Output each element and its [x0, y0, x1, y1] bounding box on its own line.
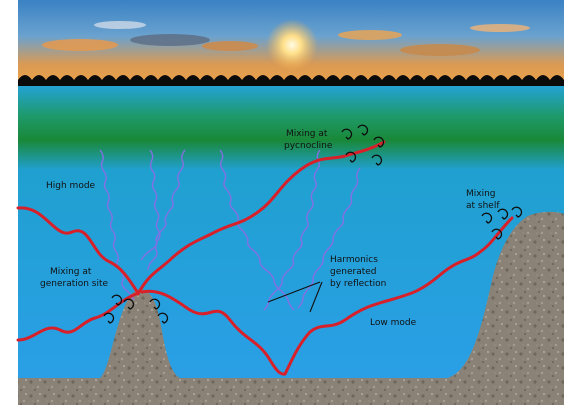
- low-mode-waves: [16, 140, 514, 376]
- label-low-mode: Low mode: [370, 318, 417, 328]
- surface-waves: [18, 75, 564, 86]
- sun-icon: [266, 19, 318, 71]
- label-mixing-pycnocline-line2: pycnocline: [284, 141, 333, 151]
- label-mixing-shelf-line1: Mixing: [466, 189, 496, 199]
- label-harmonics-line1: Harmonics: [330, 255, 378, 265]
- label-mixing-generation-line1: Mixing at: [50, 267, 92, 277]
- eddy-icons-shelf: [481, 206, 523, 240]
- harmonics-pointer-lines: [267, 281, 323, 313]
- label-mixing-shelf-line2: at shelf: [466, 201, 500, 211]
- label-harmonics-line2: generated: [330, 267, 377, 277]
- eddy-icons-generation-site: [103, 294, 169, 324]
- label-mixing-generation-line2: generation site: [40, 279, 109, 289]
- label-harmonics-line3: by reflection: [330, 279, 386, 289]
- high-mode-waves: [99, 149, 361, 311]
- eddy-icons-pycnocline: [341, 124, 385, 166]
- label-high-mode: High mode: [46, 181, 96, 191]
- seabed: [18, 211, 564, 405]
- ocean: [18, 80, 564, 380]
- clouds: [42, 21, 530, 56]
- label-mixing-pycnocline-line1: Mixing at: [286, 129, 328, 139]
